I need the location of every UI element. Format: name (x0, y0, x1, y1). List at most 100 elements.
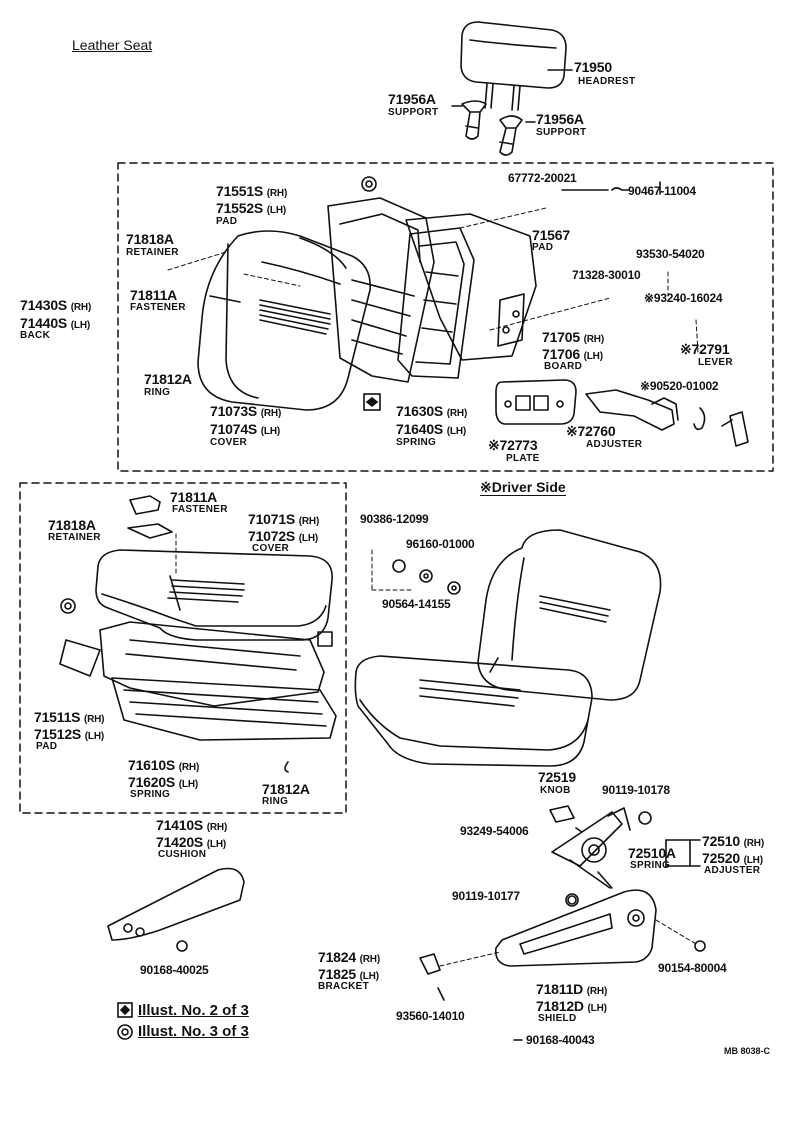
back-cover-name: COVER (210, 437, 248, 448)
cushion-spring-rh: 71610S (RH) (128, 757, 200, 773)
back-retainer-name: RETAINER (126, 247, 179, 258)
back-pad-drawing (327, 197, 435, 383)
back-board-lh: 71706 (LH) (542, 346, 603, 362)
support-right-part-name: SUPPORT (536, 127, 587, 138)
bracket-lh: 71825 (LH) (318, 966, 379, 982)
bracket-name: BRACKET (318, 981, 369, 992)
legend-illus-2: Illust. No. 2 of 3 (138, 1002, 249, 1019)
back-fastener-number: 71811A (130, 287, 178, 303)
cushion-cover-rh: 71071S (RH) (248, 511, 320, 527)
part-90520: ※90520-01002 (640, 379, 719, 393)
back-cover-drawing (197, 230, 371, 411)
part-71328: 71328-30010 (572, 268, 641, 282)
part-90154: 90154-80004 (658, 961, 727, 975)
cushion-cover-lh: 71072S (LH) (248, 528, 318, 544)
plate-drawing (495, 379, 577, 425)
headrest-drawing (460, 21, 567, 111)
cushion-spring-name: SPRING (130, 789, 171, 800)
bracket-rh: 71824 (RH) (318, 949, 380, 965)
shield-drawing-right (494, 889, 657, 967)
drawing-code: MB 8038-C (724, 1046, 771, 1056)
shield-lh: 71812D (LH) (536, 998, 607, 1014)
back-adjuster-number: ※72760 (566, 423, 616, 439)
cushion-pad-name: PAD (36, 741, 58, 752)
headrest-part-number: 71950 (574, 59, 612, 75)
cushion-fastener-name: FASTENER (172, 504, 228, 515)
shield-drawing-left (107, 867, 245, 941)
part-93249: 93249-54006 (460, 824, 529, 838)
back-pad2-name: PAD (532, 242, 554, 253)
cushion-spring-lh: 71620S (LH) (128, 774, 198, 790)
seat-adjuster-drawing (551, 807, 631, 889)
plate-name: PLATE (506, 453, 540, 464)
cushion-cover-drawing (95, 549, 333, 641)
part-67772: 67772-20021 (508, 171, 577, 185)
cushion-ring-number: 71812A (262, 781, 310, 797)
support-right-part-number: 71956A (536, 111, 584, 127)
back-adjuster-drawing (585, 389, 706, 431)
assembled-seatback-drawing (477, 529, 662, 701)
knob-number: 72519 (538, 769, 576, 785)
cushion-fastener-drawing (129, 495, 161, 515)
cushion-lh: 71420S (LH) (156, 834, 226, 850)
support-left-part-number: 71956A (388, 91, 436, 107)
seat-adjuster-rh: 72510 (RH) (702, 833, 764, 849)
knob-name: KNOB (540, 785, 571, 796)
shield-name: SHIELD (538, 1013, 577, 1024)
cushion-ring-name: RING (262, 796, 289, 807)
diagram-title: Leather Seat (72, 37, 153, 53)
cushion-retainer-name: RETAINER (48, 532, 101, 543)
back-pad-rh: 71551S (RH) (216, 183, 288, 199)
back-pad2-number: 71567 (532, 227, 570, 243)
back-cover-lh: 71074S (LH) (210, 421, 280, 437)
back-board-rh: 71705 (RH) (542, 329, 604, 345)
driver-side-note: ※Driver Side (480, 479, 566, 496)
part-90168-40025: 90168-40025 (140, 963, 209, 977)
headrest-part-name: HEADREST (578, 76, 636, 87)
part-90168-40043: 90168-40043 (526, 1033, 595, 1047)
part-90386: 90386-12099 (360, 512, 429, 526)
seat-adjuster-name: ADJUSTER (704, 865, 761, 876)
back-pad-name: PAD (216, 216, 238, 227)
back-spring-lh: 71640S (LH) (396, 421, 466, 437)
cushion-name: CUSHION (158, 849, 207, 860)
seatback-group-box (117, 162, 774, 472)
back-spring-name: SPRING (396, 437, 437, 448)
part-90564: 90564-14155 (382, 597, 451, 611)
back-ring-name: RING (144, 387, 171, 398)
plate-number: ※72773 (488, 437, 538, 453)
part-93530: 93530-54020 (636, 247, 705, 261)
part-90467: 90467-11004 (628, 184, 696, 198)
back-lh: 71440S (LH) (20, 315, 90, 331)
cushion-retainer-drawing (127, 523, 173, 539)
back-board-name: BOARD (544, 361, 583, 372)
cushion-group-box (19, 482, 347, 814)
assembled-cushion-drawing (354, 655, 593, 767)
back-rh: 71430S (RH) (20, 297, 92, 313)
cushion-pad-rh: 71511S (RH) (34, 709, 105, 725)
cushion-pad-drawing (59, 621, 325, 707)
seat-spring-name: SPRING (630, 860, 671, 871)
seat-adjuster-lh: 72520 (LH) (702, 850, 763, 866)
part-90119-10178: 90119-10178 (602, 783, 670, 797)
cushion-fastener-number: 71811A (170, 489, 218, 505)
support-drawing-left (461, 100, 487, 140)
lever-drawing (721, 411, 749, 447)
back-retainer-number: 71818A (126, 231, 174, 247)
back-cover-rh: 71073S (RH) (210, 403, 282, 419)
seat-spring-number: 72510A (628, 845, 676, 861)
cushion-retainer-number: 71818A (48, 517, 96, 533)
back-spring-drawing (397, 227, 475, 379)
part-93240: ※93240-16024 (644, 291, 723, 305)
back-ring-number: 71812A (144, 371, 192, 387)
shield-rh: 71811D (RH) (536, 981, 608, 997)
lever-number: ※72791 (680, 341, 730, 357)
knob-drawing (549, 805, 575, 823)
lever-name: LEVER (698, 357, 733, 368)
back-adjuster-name: ADJUSTER (586, 439, 643, 450)
support-drawing-right (499, 115, 523, 156)
cushion-cover-name: COVER (252, 543, 290, 554)
part-90119-10177: 90119-10177 (452, 889, 520, 903)
back-spring-rh: 71630S (RH) (396, 403, 468, 419)
